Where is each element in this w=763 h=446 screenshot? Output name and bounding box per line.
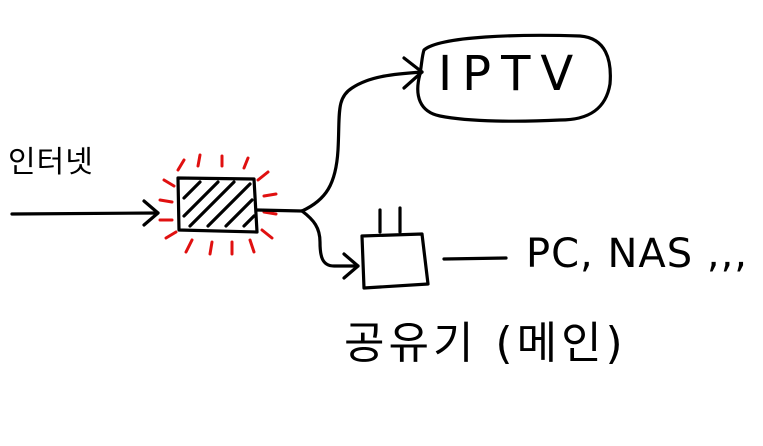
- router-label: 공유기 (메인): [344, 318, 627, 369]
- internet-arrow: [10, 199, 160, 227]
- modem-device: [158, 153, 278, 256]
- router-pc-wire: [442, 256, 508, 261]
- router-branch: [300, 209, 360, 280]
- internet-label: 인터넷: [8, 145, 94, 180]
- router-device: [360, 206, 430, 290]
- iptv-bubble: [416, 33, 612, 123]
- iptv-label: IPTV: [438, 46, 584, 102]
- modem-box: [176, 176, 259, 234]
- modem-hatch: [182, 180, 256, 228]
- modem-out-wire: [255, 208, 304, 213]
- iptv-branch: [300, 56, 424, 213]
- devices-label: PC, NAS ,,,: [526, 231, 749, 277]
- modem-glow: [158, 153, 278, 256]
